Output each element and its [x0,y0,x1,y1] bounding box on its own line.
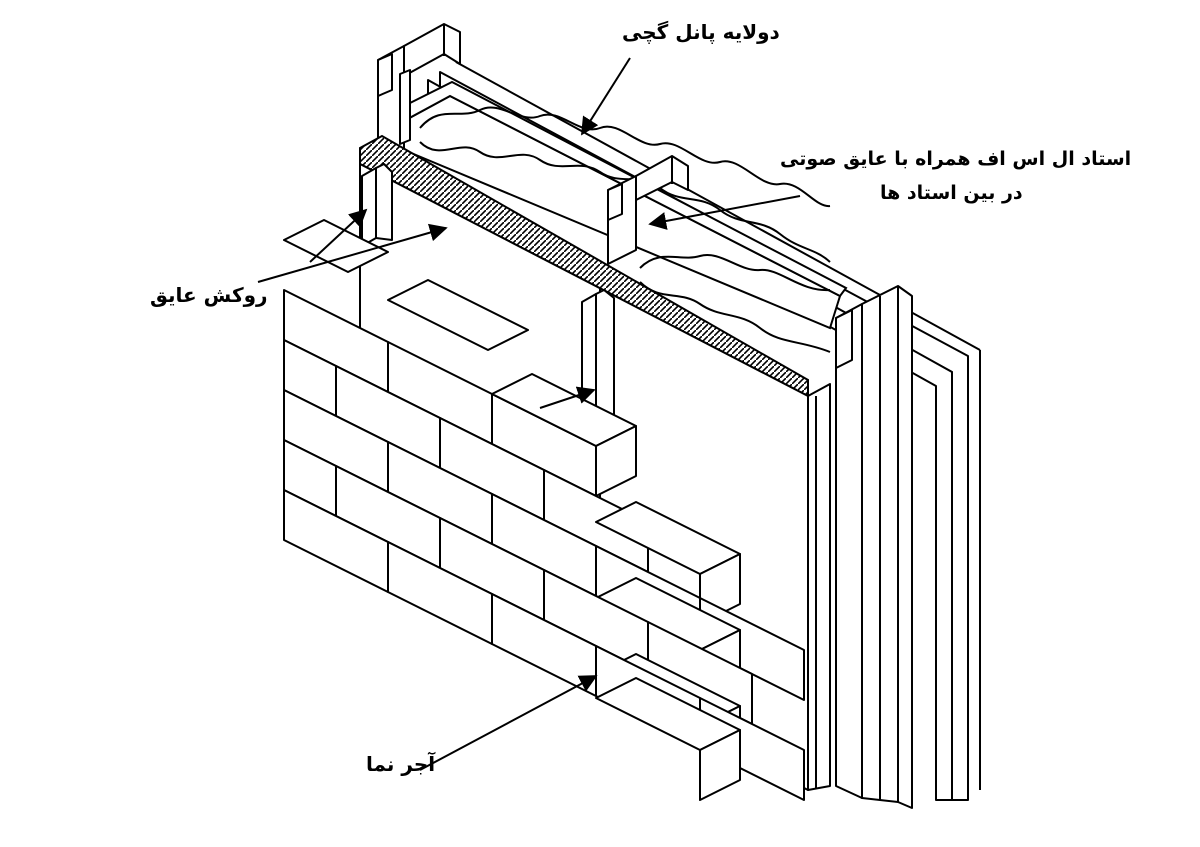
insul-arrow-a [257,223,448,283]
brick-veneer [283,219,805,801]
drywall-arrow [581,57,631,136]
facade-brick-label: آجر نما [366,752,436,776]
brick-top [387,279,529,351]
lsf-stud-label-line1: استاد ال اس اف همراه با عایق صوتی [780,148,1132,170]
brick-side [699,729,741,801]
insul-arrow-b [309,208,368,263]
drywall-label: دولایه پانل گچی [622,20,780,44]
leader-arrows [257,57,801,771]
acoustic-strip [359,134,809,398]
lsf-stud-label-line2: در بین استاد ها [880,182,1023,204]
brick-arrow [419,675,598,771]
front-stud [835,285,913,809]
middle-stud [607,155,689,265]
insulation-cover-label: روکش عایق [150,283,268,307]
brick-side [595,425,637,497]
lsf-arrow [648,195,801,230]
insul-arrow-c [539,386,596,409]
